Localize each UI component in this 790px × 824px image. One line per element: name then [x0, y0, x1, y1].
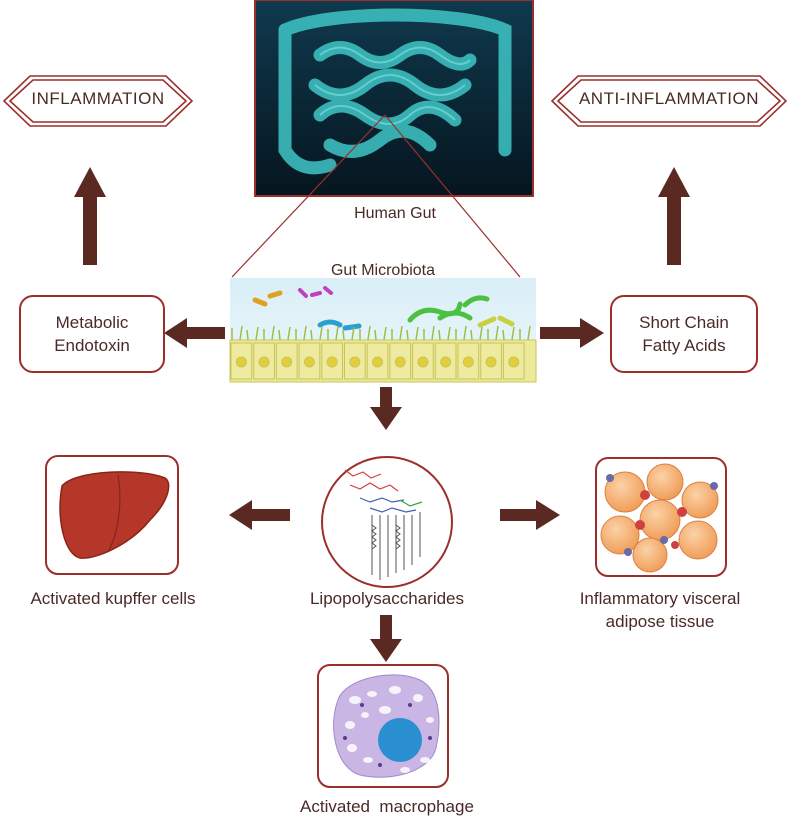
- lps-label: Lipopolysaccharides: [309, 589, 465, 608]
- inflammation-hexagon: [2, 75, 194, 127]
- metabolic-endotoxin-box: Metabolic Endotoxin: [19, 295, 165, 373]
- cell-nucleus: [326, 356, 338, 368]
- arrow-up-left: [74, 167, 106, 265]
- arrow-down-macrophage: [370, 615, 402, 662]
- cell-nucleus: [508, 356, 520, 368]
- cell-nucleus: [462, 356, 474, 368]
- scfa-line2: Fatty Acids: [642, 336, 726, 355]
- arrow-down-lps: [370, 387, 402, 430]
- anti-inflammation-label: ANTI-INFLAMMATION: [578, 89, 760, 108]
- cell-nucleus: [258, 356, 270, 368]
- liver-panel: [45, 455, 179, 575]
- scfa-line1: Short Chain: [639, 313, 729, 332]
- kupffer-label: Activated kupffer cells: [30, 589, 196, 608]
- cell-nucleus: [235, 356, 247, 368]
- arrows: [74, 167, 690, 662]
- cell-nucleus: [440, 356, 452, 368]
- gut-microbiota-label: Gut Microbiota: [330, 262, 436, 279]
- adipose-label-line2: adipose tissue: [605, 612, 715, 631]
- cell-nucleus: [281, 356, 293, 368]
- anti-inflammation-hexagon: [550, 75, 788, 127]
- cell-nucleus: [417, 356, 429, 368]
- zoom-lines: [231, 114, 521, 278]
- metabolic-endotoxin-line1: Metabolic: [55, 313, 129, 332]
- arrow-up-right: [658, 167, 690, 265]
- arrow-right-scfa: [540, 318, 604, 348]
- short-chain-fatty-acids-box: Short Chain Fatty Acids: [610, 295, 758, 373]
- macrophage-panel: [317, 664, 449, 788]
- gut-microbiota-image: [229, 278, 537, 383]
- cell-nucleus: [349, 356, 361, 368]
- cell-nucleus: [372, 356, 384, 368]
- arrow-left-kupffer: [229, 500, 290, 530]
- inflammation-label: INFLAMMATION: [31, 89, 165, 108]
- human-gut-image: [254, 0, 534, 197]
- adipose-label-line1: Inflammatory visceral: [579, 589, 741, 608]
- cell-nucleus: [394, 356, 406, 368]
- arrow-right-adipose: [500, 500, 560, 530]
- arrow-left-endotoxin: [164, 318, 225, 348]
- macrophage-label: Activated macrophage: [300, 797, 474, 816]
- human-gut-label: Human Gut: [354, 205, 436, 222]
- lipopolysaccharide-molecule: [321, 456, 453, 588]
- metabolic-endotoxin-line2: Endotoxin: [54, 336, 130, 355]
- adipose-panel: [595, 457, 727, 577]
- cell-nucleus: [485, 356, 497, 368]
- cell-nucleus: [303, 356, 315, 368]
